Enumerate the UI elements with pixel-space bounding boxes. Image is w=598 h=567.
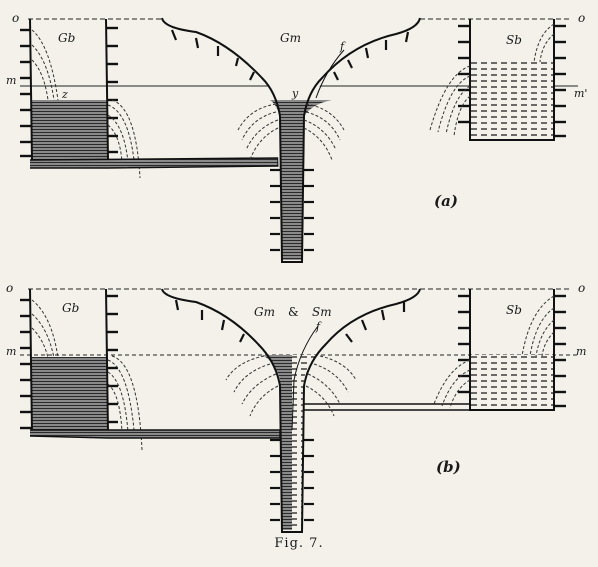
vessel-sm-label-b: Sm (312, 305, 332, 319)
level-o-label-b-right: o (578, 281, 585, 295)
vessel-sb-b: Sb (433, 289, 566, 411)
panel-a: o o m m' (6, 11, 587, 263)
panel-a-label: (a) (434, 192, 458, 210)
figure-caption: Fig. 7. (274, 536, 324, 551)
point-y-label: y (291, 87, 299, 100)
level-o-label-a: o (12, 11, 19, 25)
level-m-label-a: m (6, 74, 16, 87)
vessel-gb-a: Gb z (20, 18, 141, 179)
level-m-label-a-right: m' (574, 87, 587, 100)
marker-f-label-b: f (315, 320, 322, 333)
marker-f-label-a: f (339, 40, 346, 53)
vessel-sb-a: Sb (429, 19, 566, 141)
vessel-joiner-label-b: & (288, 305, 299, 319)
vessel-gm-a: Gm y f (161, 17, 421, 263)
vessel-gm-label-a: Gm (280, 31, 301, 45)
point-z-label: z (61, 88, 68, 101)
vessel-gm-sm-b: Gm & Sm f (161, 288, 421, 533)
vessel-gb-label-a: Gb (58, 31, 75, 45)
panel-b: o o m m (6, 281, 586, 533)
vessel-sb-label-b: Sb (506, 303, 522, 317)
vessel-gb-b: Gb (20, 288, 143, 451)
pipe-b-left (29, 429, 281, 439)
vessel-sb-label-a: Sb (506, 33, 522, 47)
level-m-label-b-right: m (576, 345, 586, 358)
pipe-b-right (301, 403, 471, 411)
level-o-label-b: o (6, 281, 13, 295)
pipe-a (29, 157, 279, 169)
panel-b-label: (b) (436, 458, 461, 476)
level-o-label-a-right: o (578, 11, 585, 25)
vessel-gm-label-b: Gm (254, 305, 275, 319)
vessel-gb-label-b: Gb (62, 301, 79, 315)
level-m-label-b: m (6, 345, 16, 358)
